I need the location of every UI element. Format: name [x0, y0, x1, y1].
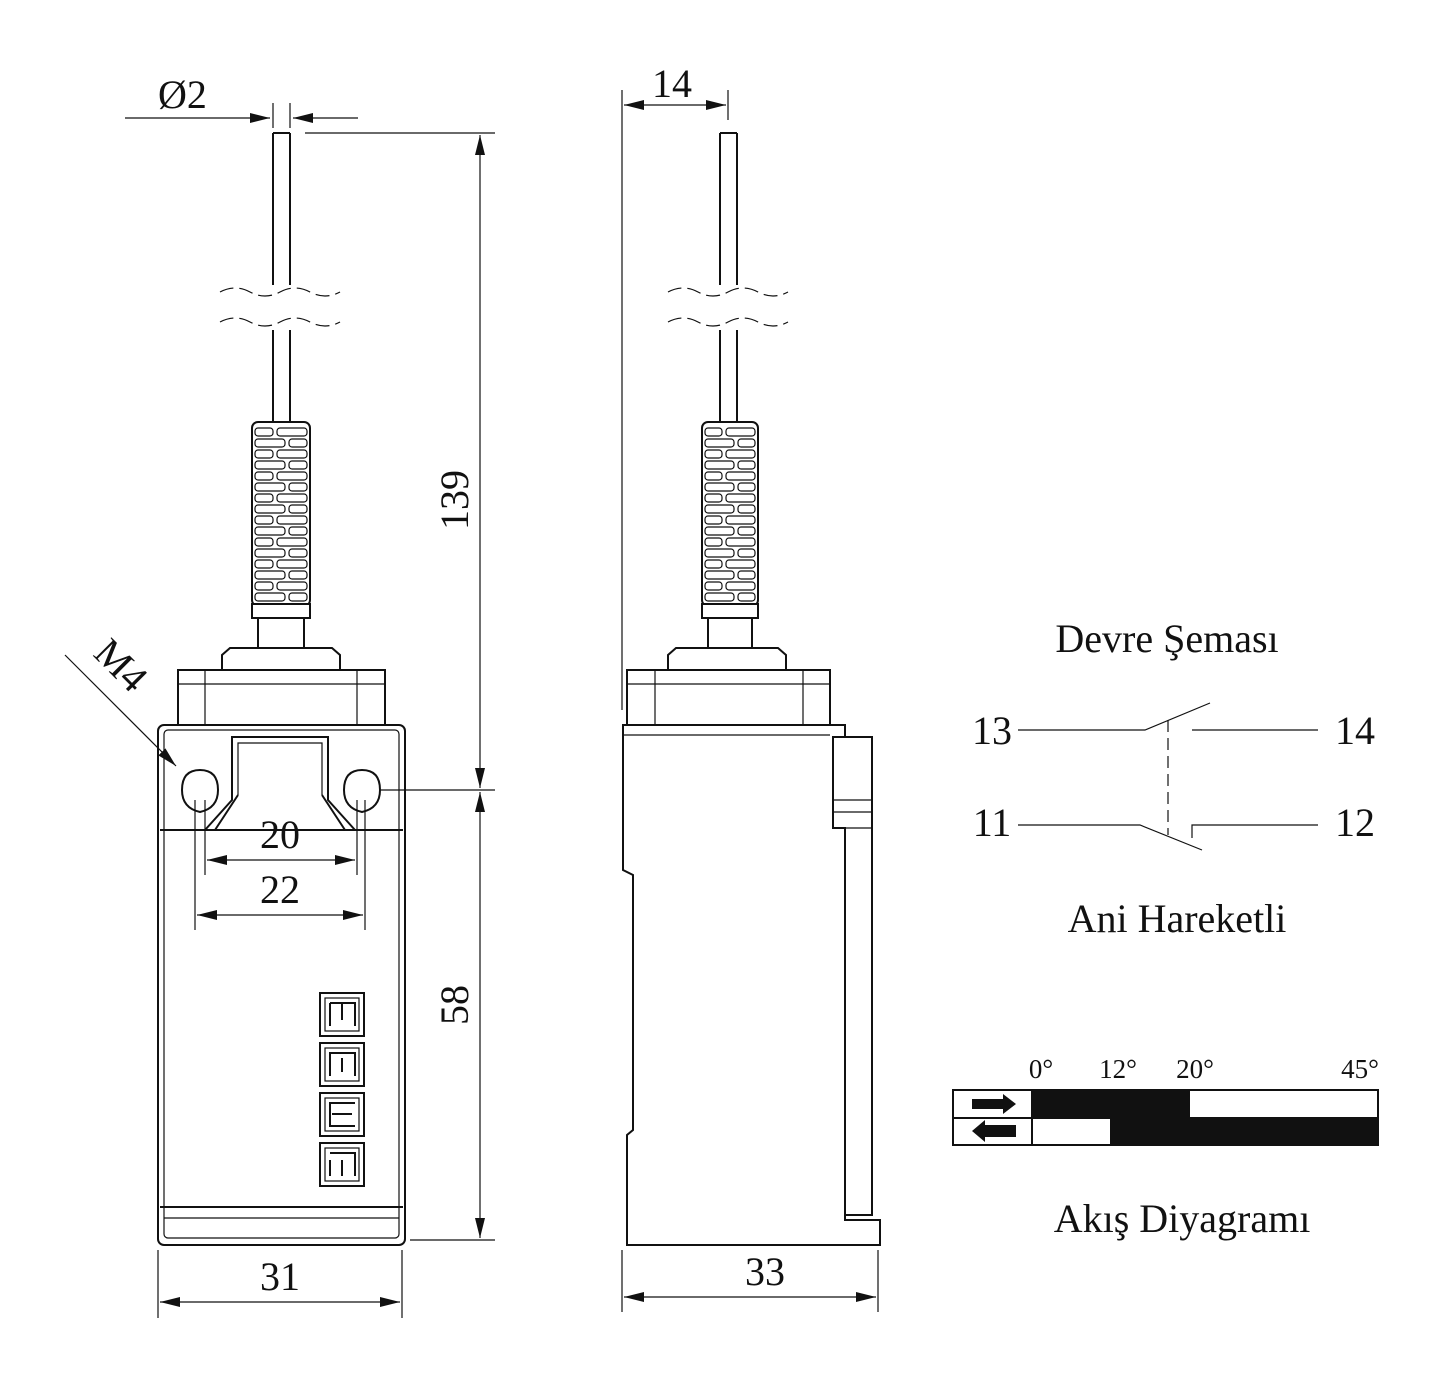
- terminal-12: 12: [1335, 800, 1375, 845]
- terminal-14: 14: [1335, 708, 1375, 753]
- brand-logo: [319, 992, 365, 1187]
- dimension-rod-diameter: Ø2: [125, 72, 358, 128]
- dim-label-58: 58: [432, 985, 477, 1025]
- angle-20: 20°: [1176, 1054, 1214, 1084]
- dim-label-14: 14: [652, 61, 692, 106]
- dim-label-diameter: Ø2: [158, 72, 207, 117]
- dimension-width: 31: [157, 1250, 403, 1318]
- side-view: 14 33: [621, 61, 881, 1312]
- terminal-11: 11: [973, 800, 1012, 845]
- forward-arrow-icon: [972, 1094, 1016, 1114]
- dim-label-33: 33: [745, 1249, 785, 1294]
- dim-label-20: 20: [260, 812, 300, 857]
- dim-label-139: 139: [432, 470, 477, 530]
- angle-0: 0°: [1029, 1054, 1053, 1084]
- dim-label-22: 22: [260, 867, 300, 912]
- terminal-13: 13: [972, 708, 1012, 753]
- flow-title: Akış Diyagramı: [1054, 1196, 1311, 1241]
- dimension-body-height: 58: [410, 792, 495, 1241]
- dim-label-m4: M4: [86, 630, 157, 701]
- front-view: Ø2 139 58 31 20 22: [64, 72, 495, 1318]
- nc-contact: [1018, 824, 1318, 851]
- flow-diagram: 0° 12° 20° 45° Akış Diyagramı: [952, 1054, 1379, 1241]
- angle-12: 12°: [1099, 1054, 1137, 1084]
- switch-body: [622, 724, 881, 1246]
- mounting-hole-left: [180, 768, 220, 814]
- mounting-hole-right: [342, 768, 382, 814]
- rod: [219, 132, 341, 422]
- spring: [701, 421, 759, 607]
- dimension-total-height: 139: [305, 132, 495, 791]
- flow-row-return-closed: [1110, 1118, 1378, 1145]
- spring: [251, 421, 311, 607]
- return-arrow-icon: [972, 1120, 1016, 1142]
- dimension-hole-spacing: 20 22: [194, 800, 366, 930]
- actuator-head: [626, 603, 831, 726]
- actuator-head: [177, 603, 386, 726]
- angle-45: 45°: [1341, 1054, 1379, 1084]
- dimension-rod-offset: 14: [621, 61, 729, 710]
- no-contact: [1018, 702, 1318, 731]
- circuit-title: Devre Şeması: [1055, 616, 1278, 661]
- rod: [667, 132, 789, 422]
- dimension-depth: 33: [621, 1249, 879, 1312]
- circuit-subtitle: Ani Hareketli: [1068, 896, 1287, 941]
- flow-row-forward-closed: [1032, 1090, 1190, 1118]
- circuit-diagram: Devre Şeması 13 14 11 12 Ani Hareketli: [972, 616, 1375, 941]
- dim-label-31: 31: [260, 1254, 300, 1299]
